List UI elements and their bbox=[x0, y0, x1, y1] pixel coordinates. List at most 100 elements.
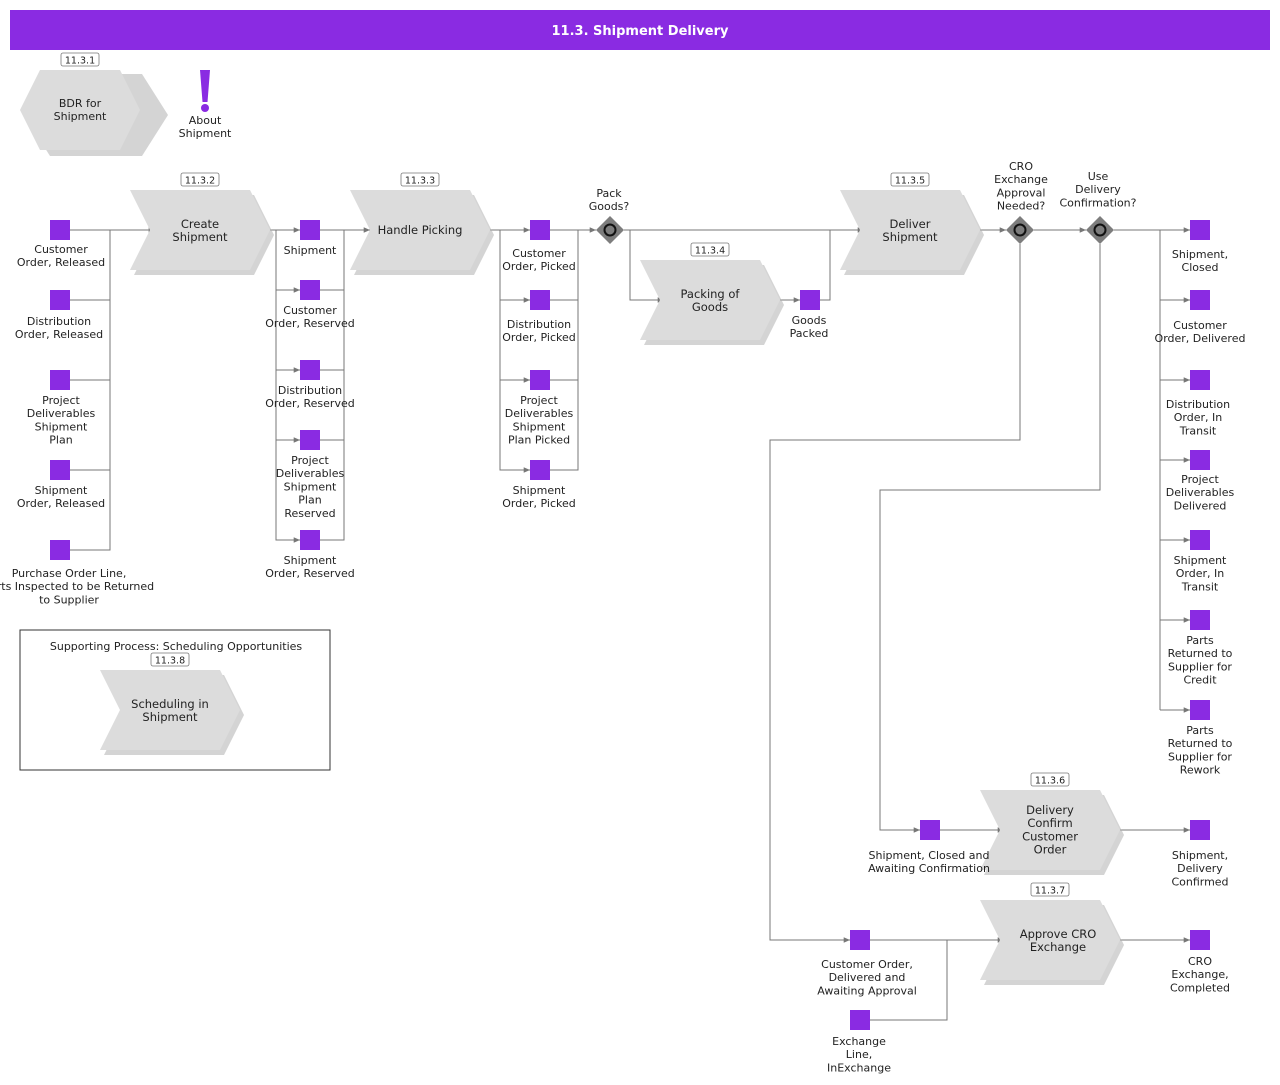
created-event[interactable] bbox=[300, 280, 320, 300]
input-event[interactable] bbox=[50, 370, 70, 390]
handle-picking-badge-label: 11.3.3 bbox=[405, 176, 435, 187]
picked-event[interactable] bbox=[530, 290, 550, 310]
create-shipment-badge bbox=[180, 172, 220, 187]
approve-cro-badge bbox=[1030, 882, 1070, 897]
pack-goods-gateway[interactable] bbox=[596, 216, 624, 244]
supporting-process-title: Supporting Process: Scheduling Opportuni… bbox=[50, 640, 303, 653]
scheduling-badge-label: 11.3.8 bbox=[155, 656, 185, 667]
deliver-shipment-badge-label: 11.3.5 bbox=[895, 176, 925, 187]
output-event[interactable] bbox=[1190, 370, 1210, 390]
scheduling-process[interactable] bbox=[100, 670, 240, 750]
created-event-label: Shipment bbox=[284, 244, 337, 257]
title-bar bbox=[10, 10, 1270, 50]
bdr-subprocess[interactable] bbox=[20, 70, 140, 150]
output-event[interactable] bbox=[1190, 290, 1210, 310]
handle-picking-label: Handle Picking bbox=[378, 223, 463, 237]
cro-completed-event[interactable] bbox=[1190, 930, 1210, 950]
delivery-confirm-badge bbox=[1030, 772, 1070, 787]
handle-picking-process[interactable] bbox=[350, 190, 490, 270]
exchange-line-event[interactable] bbox=[850, 1010, 870, 1030]
created-event[interactable] bbox=[300, 430, 320, 450]
supporting-process-frame bbox=[19, 629, 331, 771]
created-event[interactable] bbox=[300, 220, 320, 240]
picked-event[interactable] bbox=[530, 370, 550, 390]
delivery-confirm-process[interactable] bbox=[980, 790, 1120, 870]
deliver-shipment-process[interactable] bbox=[840, 190, 980, 270]
goods-packed-event[interactable] bbox=[800, 290, 820, 310]
exclamation-icon[interactable] bbox=[200, 70, 210, 112]
cro-exchange-gateway-marker bbox=[1013, 223, 1027, 237]
packing-goods-badge-label: 11.3.4 bbox=[695, 246, 725, 257]
pack-goods-gateway-marker bbox=[603, 223, 617, 237]
input-event[interactable] bbox=[50, 290, 70, 310]
input-event[interactable] bbox=[50, 220, 70, 240]
delivery-confirmed-event[interactable] bbox=[1190, 820, 1210, 840]
created-event[interactable] bbox=[300, 360, 320, 380]
use-delivery-gateway[interactable] bbox=[1086, 216, 1114, 244]
awaiting-confirmation-event[interactable] bbox=[920, 820, 940, 840]
cro-exchange-gateway[interactable] bbox=[1006, 216, 1034, 244]
scheduling-badge bbox=[150, 652, 190, 667]
approve-cro-process[interactable] bbox=[980, 900, 1120, 980]
packing-goods-badge bbox=[690, 242, 730, 257]
bdr-badge bbox=[60, 52, 100, 67]
awaiting-approval-event[interactable] bbox=[850, 930, 870, 950]
connectors bbox=[70, 227, 1190, 1021]
output-event[interactable] bbox=[1190, 220, 1210, 240]
create-shipment-badge-label: 11.3.2 bbox=[185, 176, 215, 187]
output-event[interactable] bbox=[1190, 610, 1210, 630]
handle-picking-badge bbox=[400, 172, 440, 187]
input-event[interactable] bbox=[50, 540, 70, 560]
output-event-label: Shipment,Closed bbox=[1172, 248, 1228, 274]
output-event[interactable] bbox=[1190, 530, 1210, 550]
delivery-confirm-badge-label: 11.3.6 bbox=[1035, 776, 1065, 787]
output-event[interactable] bbox=[1190, 450, 1210, 470]
create-shipment-process[interactable] bbox=[130, 190, 270, 270]
input-event-label: Purchase Order Line,Parts Inspected to b… bbox=[0, 567, 154, 606]
bdr-badge-label: 11.3.1 bbox=[65, 56, 95, 67]
packing-goods-process[interactable] bbox=[640, 260, 780, 340]
picked-event[interactable] bbox=[530, 220, 550, 240]
input-event[interactable] bbox=[50, 460, 70, 480]
created-event[interactable] bbox=[300, 530, 320, 550]
deliver-shipment-badge bbox=[890, 172, 930, 187]
approve-cro-badge-label: 11.3.7 bbox=[1035, 886, 1065, 897]
output-event[interactable] bbox=[1190, 700, 1210, 720]
page-title: 11.3. Shipment Delivery bbox=[552, 24, 729, 39]
picked-event[interactable] bbox=[530, 460, 550, 480]
